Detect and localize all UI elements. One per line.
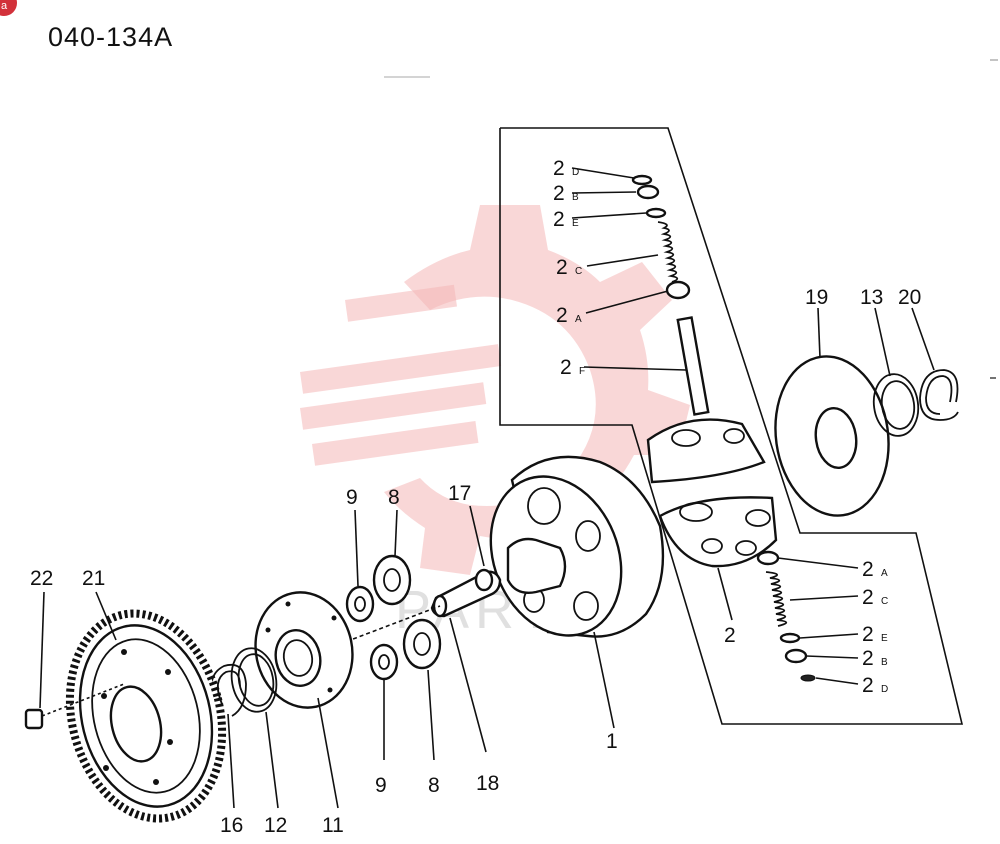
sublabel-2e-bottom: 2 xyxy=(862,623,874,646)
top-right-leaders xyxy=(817,307,935,377)
sublabel-2a-top: 2 xyxy=(556,304,568,327)
corner-badge: a xyxy=(0,0,17,16)
label-11: 11 xyxy=(322,814,344,837)
label-8-top: 8 xyxy=(388,486,400,509)
part-20-snap-ring xyxy=(919,369,959,421)
label-2: 2 xyxy=(724,624,736,647)
leader-2 xyxy=(717,567,733,621)
part-19-plate xyxy=(774,355,890,517)
sublabel-2e-top-sub: E xyxy=(572,218,579,229)
top-spring-coil xyxy=(657,221,679,283)
leader-21 xyxy=(95,591,117,641)
sublabel-2c-top-sub: C xyxy=(575,266,582,277)
part-21-gear xyxy=(65,609,227,823)
leader-22 xyxy=(39,591,45,709)
part-11-flange xyxy=(254,591,354,709)
sublabel-2d-bottom-sub: D xyxy=(881,684,888,695)
label-8-bottom: 8 xyxy=(428,774,440,797)
sublabel-2b-top: 2 xyxy=(553,182,565,205)
label-17: 17 xyxy=(448,482,471,505)
part-8-9-bushings xyxy=(345,554,442,681)
sublabel-2e-bottom-sub: E xyxy=(881,633,888,644)
label-21: 21 xyxy=(82,567,105,590)
part-22-bolt xyxy=(24,683,125,730)
part-1-housing xyxy=(489,455,665,638)
label-12: 12 xyxy=(264,814,287,837)
bottom-sublabels: 2 A 2 C 2 E 2 B 2 D xyxy=(862,558,888,697)
sublabel-2d-top-sub: D xyxy=(572,167,579,178)
part-13-washer xyxy=(872,373,920,437)
leader-11 xyxy=(317,697,339,809)
bushing-leaders xyxy=(354,509,435,761)
label-19: 19 xyxy=(805,286,828,309)
drawing-code: 040-134A xyxy=(48,22,173,52)
label-20: 20 xyxy=(898,286,921,309)
leader-18 xyxy=(449,617,487,753)
sublabel-2f-top-sub: F xyxy=(579,366,585,377)
label-1: 1 xyxy=(606,730,618,753)
sublabel-2a-bottom: 2 xyxy=(862,558,874,581)
corner-badge-text: a xyxy=(1,0,8,12)
leader-1 xyxy=(593,631,615,729)
label-16: 16 xyxy=(220,814,243,837)
part-2-weight-holder xyxy=(646,418,778,568)
sublabel-2c-bottom-sub: C xyxy=(881,596,888,607)
leader-16 xyxy=(227,713,235,809)
sublabel-2c-bottom: 2 xyxy=(862,586,874,609)
top-sublabels: 2 D 2 B 2 E 2 C 2 A 2 F xyxy=(553,157,585,379)
label-18: 18 xyxy=(476,772,499,795)
leader-17 xyxy=(469,505,485,567)
bottom-leader-lines xyxy=(777,557,859,685)
sublabel-2d-top: 2 xyxy=(553,157,565,180)
sublabel-2d-bottom: 2 xyxy=(862,674,874,697)
top-leader-lines xyxy=(571,167,687,371)
sublabel-2b-top-sub: B xyxy=(572,192,579,203)
part-17-18-shaft xyxy=(339,568,502,645)
sublabel-2a-top-sub: A xyxy=(575,314,582,325)
top-spring-assembly xyxy=(631,174,710,416)
sublabel-2a-bottom-sub: A xyxy=(881,568,888,579)
sublabel-2b-bottom: 2 xyxy=(862,647,874,670)
leader-12 xyxy=(265,711,279,809)
label-9-bottom: 9 xyxy=(375,774,387,797)
sublabel-2e-top: 2 xyxy=(553,208,565,231)
sublabel-2b-bottom-sub: B xyxy=(881,657,888,668)
label-9-top: 9 xyxy=(346,486,358,509)
sublabel-2c-top: 2 xyxy=(556,256,568,279)
sublabel-2f-top: 2 xyxy=(560,356,572,379)
label-22: 22 xyxy=(30,567,53,590)
label-13: 13 xyxy=(860,286,883,309)
inset-frame xyxy=(499,127,964,725)
bottom-spring-assembly xyxy=(756,550,816,682)
